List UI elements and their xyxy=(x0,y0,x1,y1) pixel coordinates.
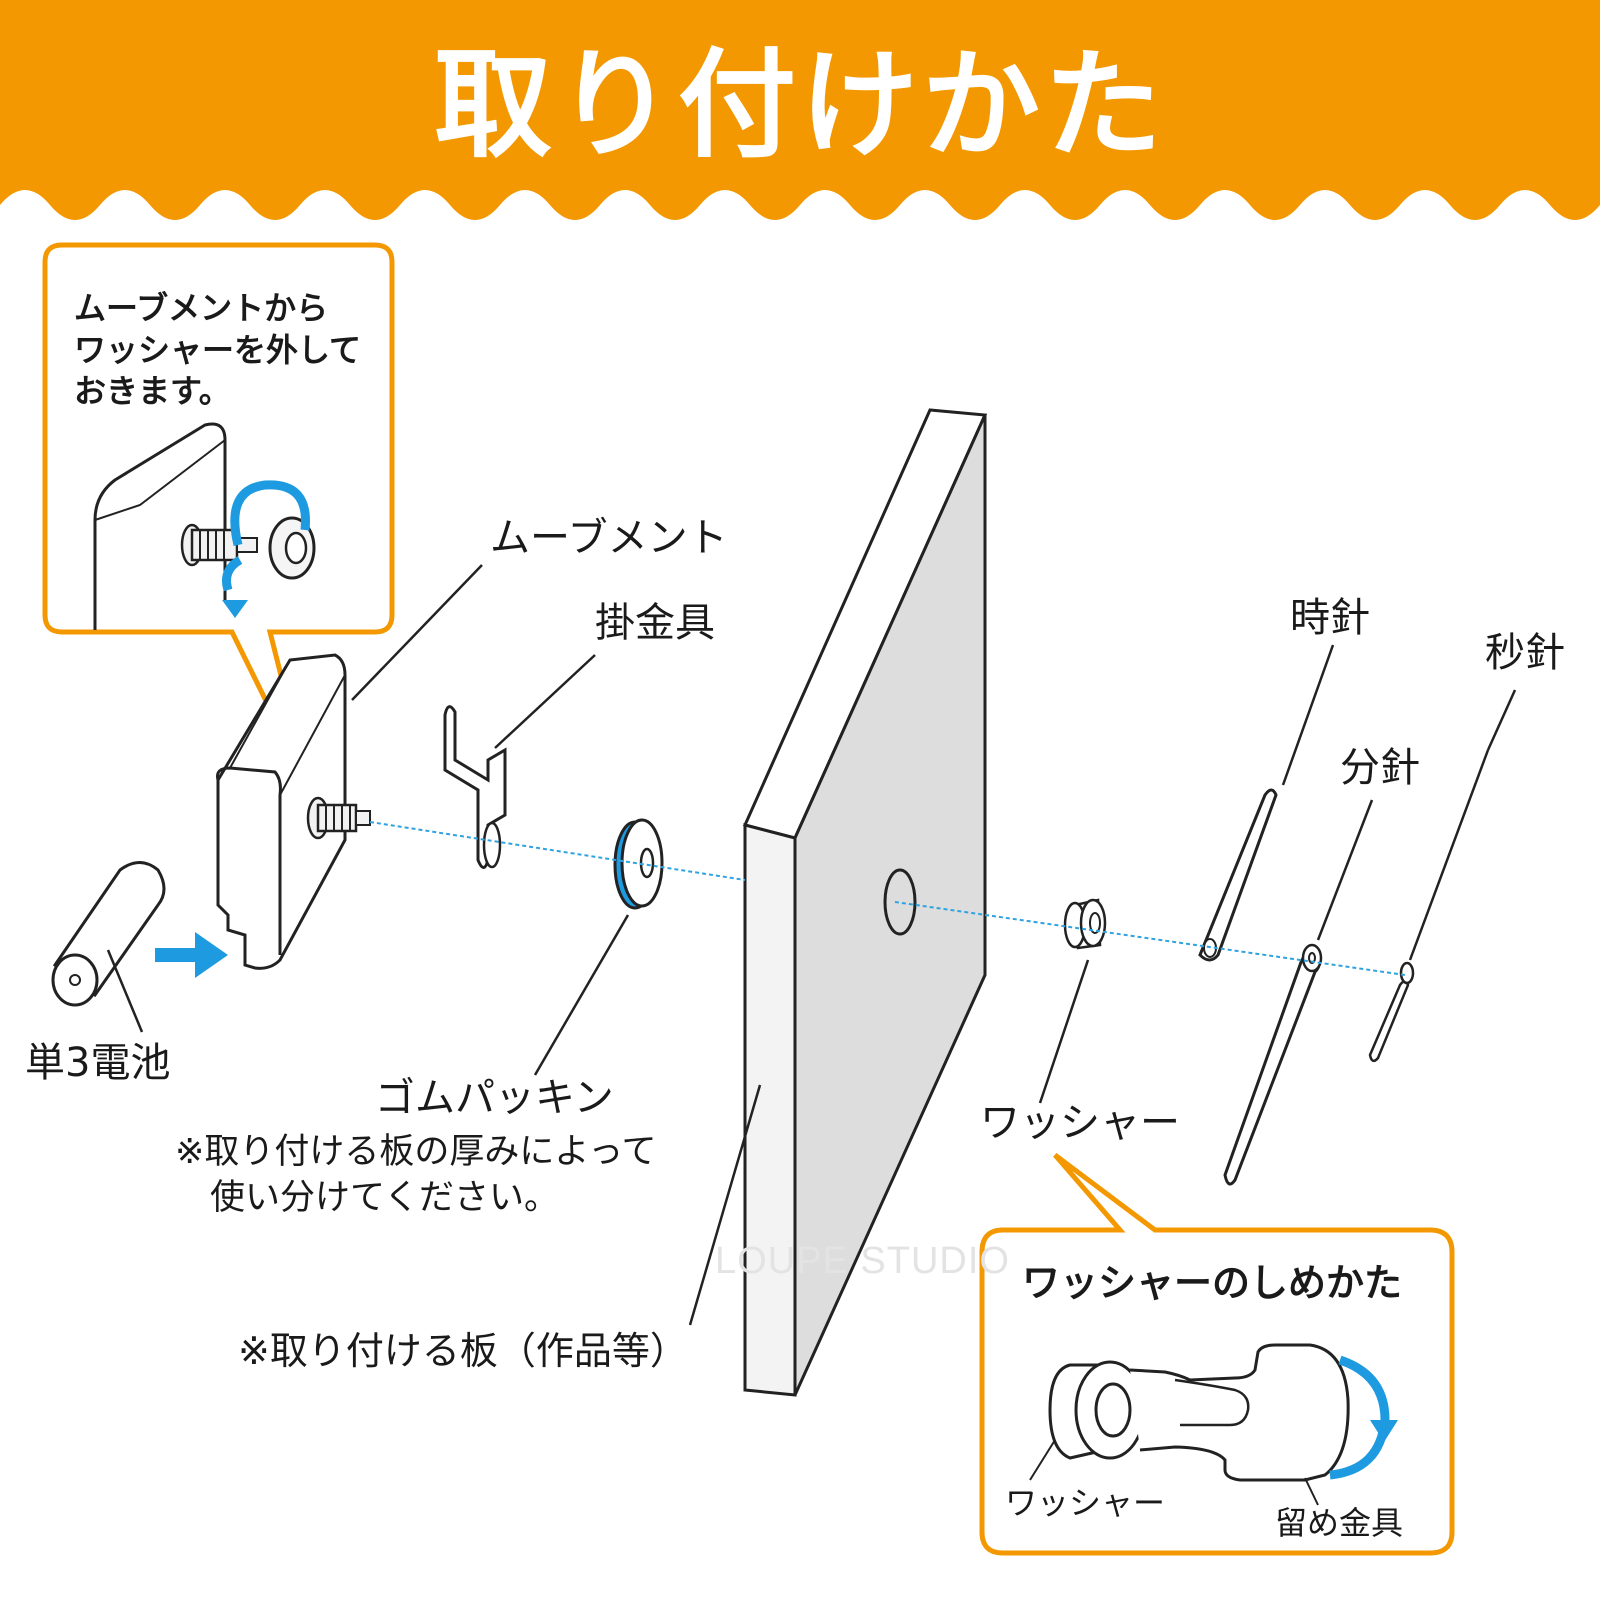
movement-drawing xyxy=(216,653,371,970)
label-hour-hand: 時針 xyxy=(1290,595,1370,641)
banner-shape xyxy=(0,0,1600,220)
header-banner xyxy=(0,0,1600,220)
label-second-hand: 秒針 xyxy=(1485,630,1565,676)
label-hanger: 掛金具 xyxy=(595,600,715,646)
rotate-arrow-icon xyxy=(230,480,310,547)
hour-hand-drawing xyxy=(1198,788,1278,962)
hanger-drawing xyxy=(443,705,507,869)
label-minute-hand: 分針 xyxy=(1340,745,1420,791)
movement-closeup-icon xyxy=(93,422,316,630)
watermark: LOUPE STUDIO xyxy=(715,1240,1010,1282)
callout-tighten-washer-title: ワッシャーのしめかた xyxy=(1022,1261,1403,1305)
leader-lines xyxy=(106,564,1517,1326)
second-hand-drawing xyxy=(1368,961,1415,1063)
board-drawing xyxy=(742,408,988,1397)
insert-arrow-icon xyxy=(155,932,228,978)
axis-line-left xyxy=(369,821,746,881)
page-title: 取り付けかた xyxy=(433,36,1166,174)
washer-drawing xyxy=(1063,898,1107,950)
label-board: ※取り付ける板（作品等） xyxy=(238,1329,688,1373)
callout-tighten-washer xyxy=(979,1153,1455,1556)
callout-clamp-label: 留め金具 xyxy=(1275,1504,1404,1542)
minute-hand-drawing xyxy=(1223,943,1323,1186)
label-rubber-packing: ゴムパッキン xyxy=(375,1075,614,1121)
callout-washer-label: ワッシャー xyxy=(1005,1484,1166,1522)
label-movement: ムーブメント xyxy=(490,515,728,561)
axis-line-right xyxy=(894,901,1406,976)
packing-note: ※取り付ける板の厚みによって 使い分けてください。 xyxy=(175,1132,657,1218)
callout-remove-washer-text: ムーブメントから ワッシャーを外して おきます。 xyxy=(74,289,362,411)
label-washer: ワッシャー xyxy=(980,1100,1180,1146)
label-battery: 単3電池 xyxy=(25,1040,171,1086)
battery-drawing xyxy=(51,861,166,1007)
rubber-packing-drawing xyxy=(613,818,664,910)
